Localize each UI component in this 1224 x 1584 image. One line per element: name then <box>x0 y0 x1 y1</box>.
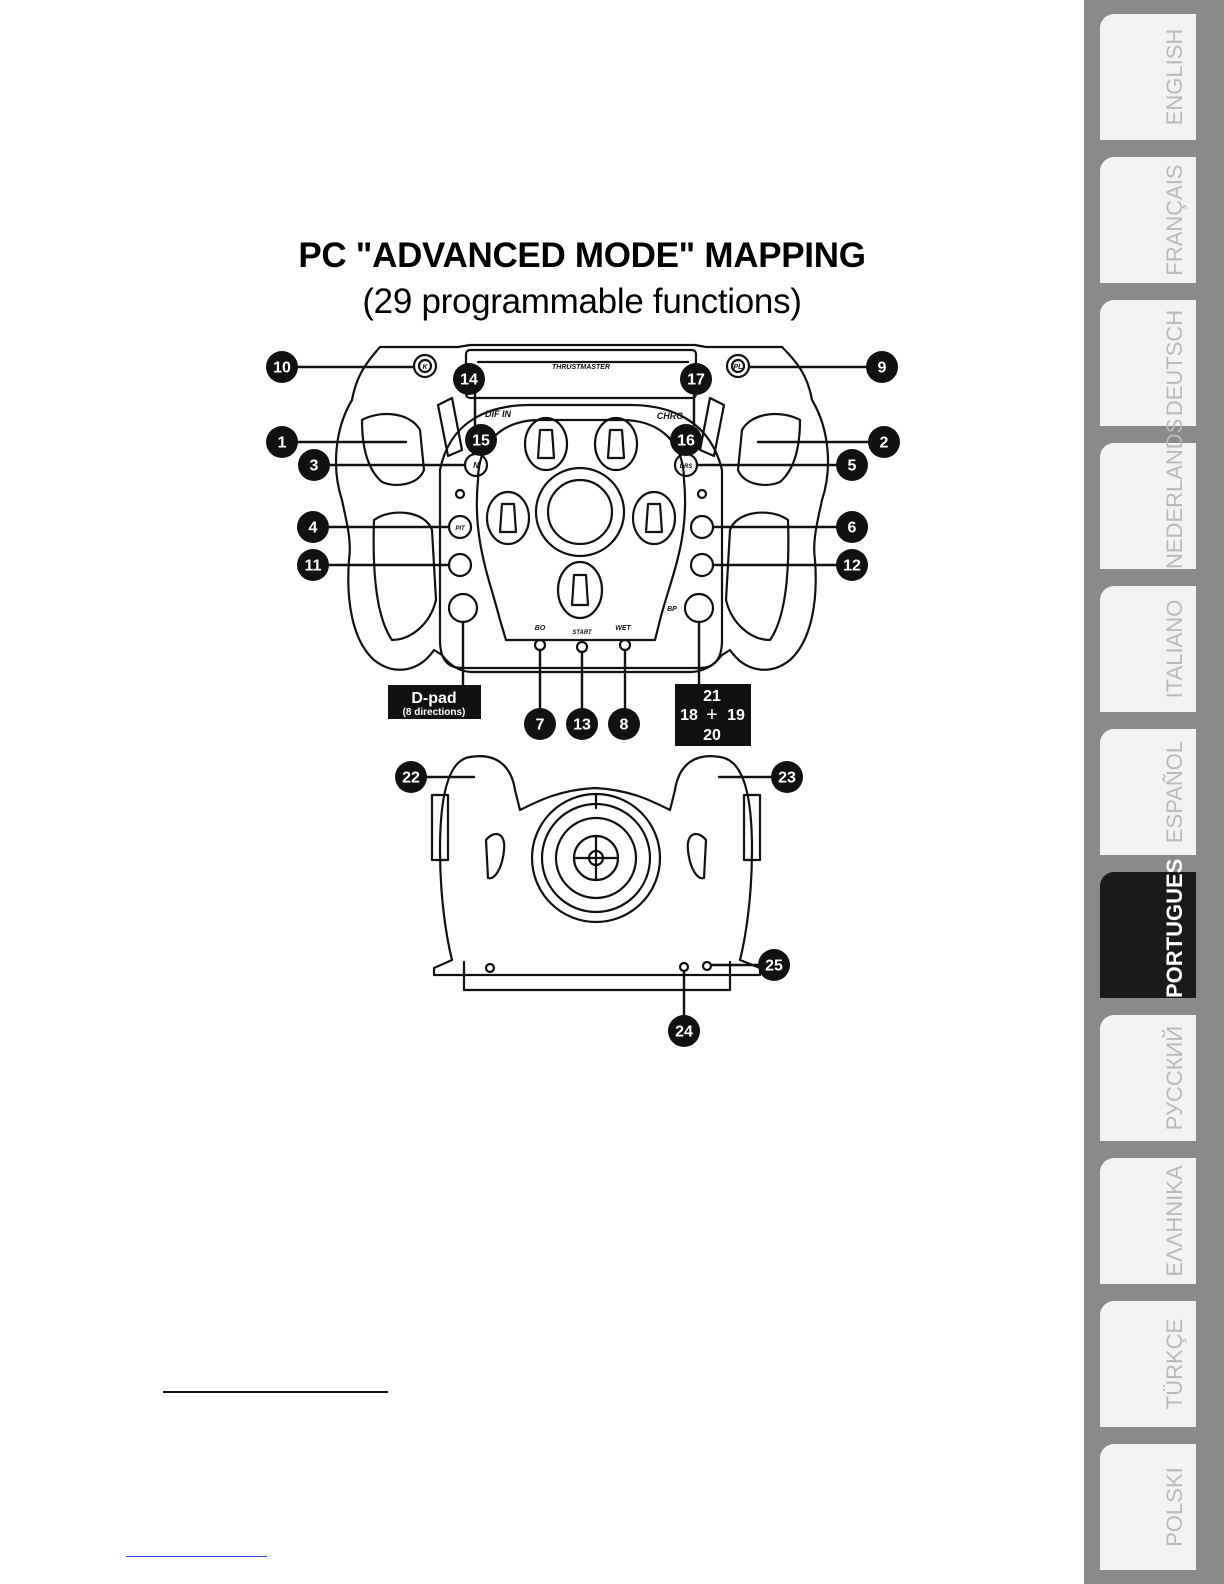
tab-francais[interactable]: FRANÇAIS <box>1100 157 1196 283</box>
pov-plus: + <box>706 704 718 726</box>
tab-turkce[interactable]: TÜRKÇE <box>1100 1301 1196 1427</box>
svg-text:22: 22 <box>402 770 420 787</box>
svg-text:4: 4 <box>309 520 318 537</box>
svg-text:13: 13 <box>573 717 591 734</box>
link-underline[interactable] <box>126 1556 267 1557</box>
callout-17: 17 <box>680 363 712 395</box>
svg-text:16: 16 <box>677 433 695 450</box>
callout-16: 16 <box>670 424 702 456</box>
button-pit-label: PIT <box>455 526 466 532</box>
bo-label: BO <box>535 625 546 632</box>
language-tabs: ENGLISH FRANÇAIS DEUTSCH NEDERLANDS ITAL… <box>1084 0 1224 1584</box>
tab-russian[interactable]: РУССКИЙ <box>1100 1015 1196 1141</box>
callout-6: 6 <box>836 511 868 543</box>
wheel-diagram: THRUSTMASTER DIF IN CHRG K PL N DRS PIT … <box>0 0 1084 1584</box>
svg-text:24: 24 <box>675 1024 693 1041</box>
svg-text:23: 23 <box>778 770 796 787</box>
callout-23: 23 <box>771 761 803 793</box>
callout-11: 11 <box>297 549 329 581</box>
svg-text:12: 12 <box>843 558 861 575</box>
pov-right: 19 <box>727 707 745 724</box>
svg-text:10: 10 <box>273 360 291 377</box>
callout-5: 5 <box>836 449 868 481</box>
svg-text:1: 1 <box>278 435 287 452</box>
svg-text:6: 6 <box>848 520 857 537</box>
dpad-title: D-pad <box>411 690 456 707</box>
tab-deutsch[interactable]: DEUTSCH <box>1100 300 1196 426</box>
button-drs-label: DRS <box>680 464 693 470</box>
tab-nederlands[interactable]: NEDERLANDS <box>1100 443 1196 569</box>
callout-7: 7 <box>524 708 556 740</box>
rear-wheel-body <box>432 756 760 990</box>
button-n-label: N <box>473 461 479 470</box>
pov-down: 20 <box>703 727 721 744</box>
footnote-divider <box>163 1391 388 1393</box>
svg-text:17: 17 <box>687 372 705 389</box>
wet-label: WET <box>615 625 631 632</box>
callout-9: 9 <box>866 351 898 383</box>
tab-italiano[interactable]: ITALIANO <box>1100 586 1196 712</box>
svg-text:11: 11 <box>305 558 322 575</box>
callout-12: 12 <box>836 549 868 581</box>
svg-text:3: 3 <box>310 458 319 475</box>
callout-25: 25 <box>758 949 790 981</box>
brand-logo: THRUSTMASTER <box>552 364 610 371</box>
paddle-left-label: DIF IN <box>485 409 511 419</box>
callout-8: 8 <box>608 708 640 740</box>
tab-polski[interactable]: POLSKI <box>1100 1444 1196 1570</box>
tab-portugues[interactable]: PORTUGUES <box>1100 872 1196 998</box>
tab-greek[interactable]: ΕΛΛΗΝΙΚΑ <box>1100 1158 1196 1284</box>
callout-13: 13 <box>566 708 598 740</box>
bp-label: BP <box>667 606 677 613</box>
callout-4: 4 <box>297 511 329 543</box>
callout-15: 15 <box>465 424 497 456</box>
svg-text:25: 25 <box>765 958 783 975</box>
button-pl-label: PL <box>734 364 743 371</box>
callout-2: 2 <box>868 426 900 458</box>
pov-left: 18 <box>680 707 698 724</box>
tab-english[interactable]: ENGLISH <box>1100 14 1196 140</box>
callout-3: 3 <box>298 449 330 481</box>
button-k-label: K <box>422 364 428 371</box>
svg-text:7: 7 <box>536 717 545 734</box>
paddle-right-label: CHRG <box>657 411 684 421</box>
svg-text:2: 2 <box>880 435 889 452</box>
svg-text:15: 15 <box>472 433 490 450</box>
svg-text:14: 14 <box>460 372 478 389</box>
svg-text:5: 5 <box>848 458 857 475</box>
callout-1: 1 <box>266 426 298 458</box>
callout-22: 22 <box>395 761 427 793</box>
tab-espanol[interactable]: ESPAÑOL <box>1100 729 1196 855</box>
callout-14: 14 <box>453 363 485 395</box>
callout-10: 10 <box>266 351 298 383</box>
front-wheel-body <box>336 345 828 672</box>
dpad-box: D-pad (8 directions) <box>388 685 481 719</box>
pov-up: 21 <box>703 688 721 705</box>
callout-24: 24 <box>668 1015 700 1047</box>
pov-box: 21 18 + 19 20 <box>675 684 751 746</box>
leader-lines <box>282 367 884 1017</box>
start-label: START <box>572 630 593 636</box>
dpad-subtitle: (8 directions) <box>403 707 466 718</box>
svg-text:9: 9 <box>878 360 887 377</box>
svg-text:8: 8 <box>620 717 629 734</box>
